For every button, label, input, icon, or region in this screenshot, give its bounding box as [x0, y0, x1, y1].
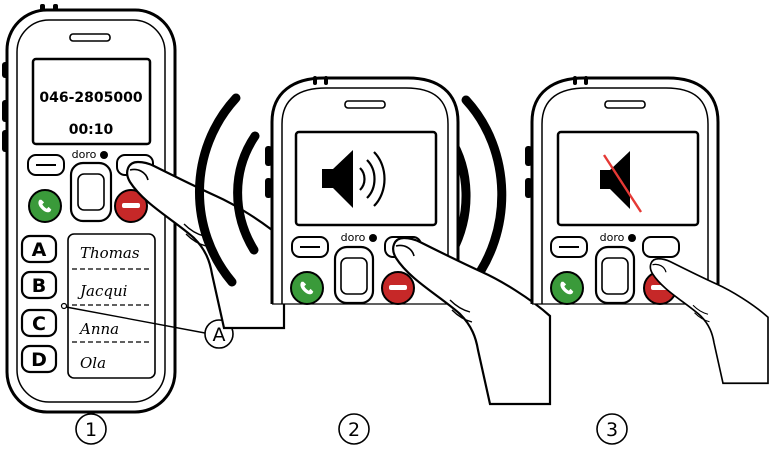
- call-key[interactable]: [290, 271, 324, 305]
- screen-number: 046-2805000: [39, 90, 142, 106]
- step-3-label: 3: [606, 419, 618, 441]
- phone-2: doro: [195, 76, 552, 406]
- memory-key-d[interactable]: [20, 344, 58, 374]
- step-2-marker: [338, 413, 370, 445]
- callout-label: A: [213, 324, 226, 346]
- speaker-muted-icon: [600, 151, 643, 213]
- memory-key-d-letter: D: [31, 349, 47, 371]
- step-2-label: 2: [348, 419, 360, 441]
- brand-logo: doro: [341, 231, 366, 244]
- phone-1-screen: [31, 57, 152, 146]
- phone-1: 046-2805000 00:10 doro A B C D: [2, 4, 286, 414]
- phone-3: doro: [525, 76, 769, 385]
- step-markers: 1 2 3: [75, 413, 628, 445]
- step-3-marker: [596, 413, 628, 445]
- card-name-b: Jacqui: [77, 282, 128, 300]
- finger: [392, 236, 552, 406]
- step-1-marker: [75, 413, 107, 445]
- memory-keys: A B C D: [20, 234, 58, 374]
- memory-key-c[interactable]: [20, 308, 58, 338]
- card-name-a: Thomas: [80, 244, 140, 262]
- memory-key-c-letter: C: [32, 313, 46, 335]
- card-name-d: Ola: [80, 354, 106, 372]
- memory-key-a-letter: A: [32, 239, 47, 261]
- memory-key-b[interactable]: [20, 270, 58, 300]
- call-key[interactable]: [28, 189, 62, 223]
- memory-key-a[interactable]: [20, 234, 58, 264]
- step-1-label: 1: [85, 419, 97, 441]
- memory-key-b-letter: B: [32, 275, 46, 297]
- screen-timer: 00:10: [69, 122, 114, 138]
- callout-line: [65, 306, 206, 334]
- brand-logo: doro: [72, 148, 97, 161]
- sound-wave: [195, 93, 241, 287]
- card-name-c: Anna: [78, 320, 119, 338]
- phone-2-screen: [294, 130, 438, 227]
- right-soft-key[interactable]: [642, 236, 680, 258]
- brand-logo: doro: [600, 231, 625, 244]
- speaker-sound-icon: [322, 150, 386, 208]
- call-key[interactable]: [550, 271, 584, 305]
